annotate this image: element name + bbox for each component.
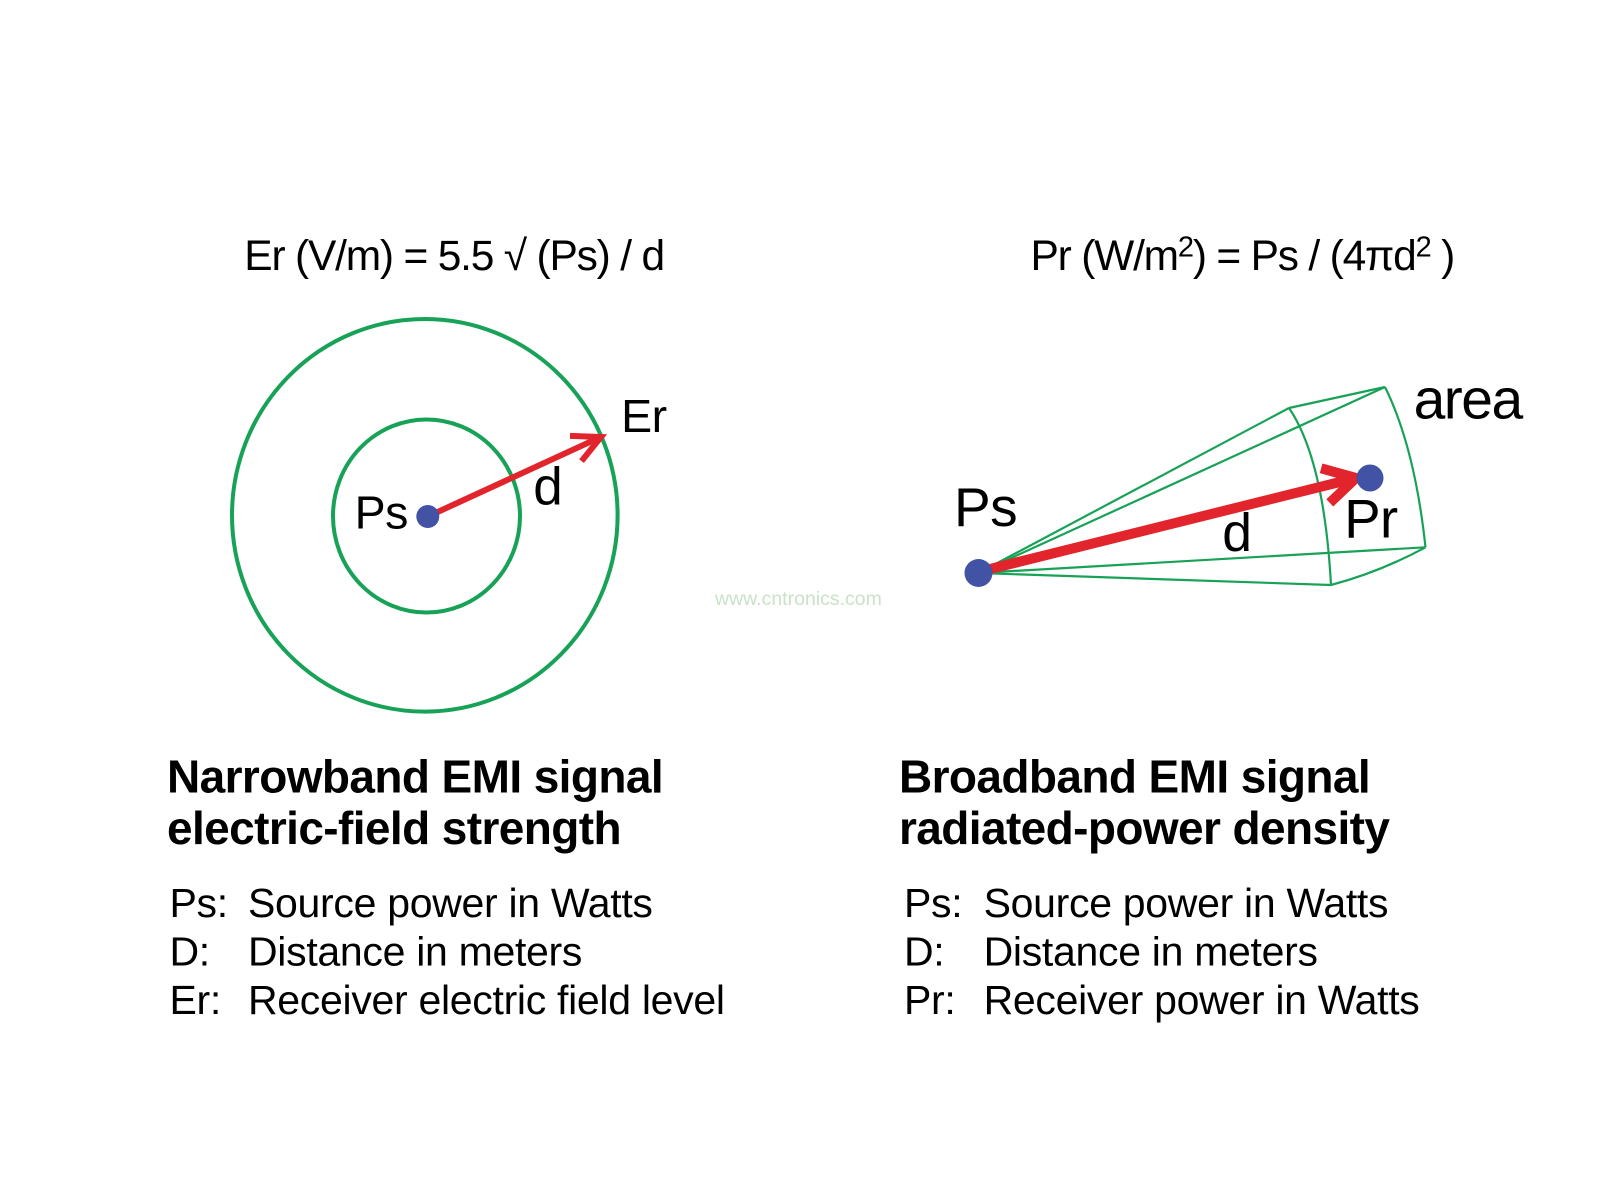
svg-text:Distance in meters: Distance in meters bbox=[248, 929, 582, 975]
svg-text:D:: D: bbox=[170, 929, 210, 975]
svg-text:Pr: Pr bbox=[1344, 489, 1398, 550]
svg-text:Broadband EMI signal: Broadband EMI signal bbox=[899, 751, 1370, 803]
svg-text:area: area bbox=[1414, 367, 1524, 431]
svg-text:Pr:: Pr: bbox=[904, 977, 956, 1023]
svg-text:Ps:: Ps: bbox=[170, 880, 228, 926]
svg-text:Ps:: Ps: bbox=[904, 880, 962, 926]
svg-text:electric-field strength: electric-field strength bbox=[167, 802, 621, 854]
svg-text:Narrowband EMI signal: Narrowband EMI signal bbox=[167, 751, 663, 803]
svg-text:www.cntronics.com: www.cntronics.com bbox=[714, 588, 882, 610]
svg-text:Ps: Ps bbox=[355, 487, 408, 539]
svg-text:Source power in Watts: Source power in Watts bbox=[248, 880, 653, 926]
svg-text:Pr (W/m2) = Ps / (4πd2 ): Pr (W/m2) = Ps / (4πd2 ) bbox=[1031, 232, 1455, 281]
svg-text:Distance in meters: Distance in meters bbox=[984, 929, 1318, 975]
svg-text:Receiver power in Watts: Receiver power in Watts bbox=[984, 977, 1420, 1023]
svg-text:Source power in Watts: Source power in Watts bbox=[984, 880, 1389, 926]
svg-text:d: d bbox=[1222, 504, 1252, 563]
svg-text:D:: D: bbox=[904, 929, 944, 975]
svg-text:Er: Er bbox=[621, 390, 667, 442]
svg-text:d: d bbox=[533, 457, 562, 516]
svg-text:Er:: Er: bbox=[170, 977, 222, 1023]
svg-text:radiated-power density: radiated-power density bbox=[899, 802, 1390, 854]
svg-text:Receiver electric field level: Receiver electric field level bbox=[248, 977, 725, 1023]
svg-text:Er (V/m) = 5.5 √ (Ps) / d: Er (V/m) = 5.5 √ (Ps) / d bbox=[244, 233, 664, 280]
svg-text:Ps: Ps bbox=[954, 476, 1017, 538]
